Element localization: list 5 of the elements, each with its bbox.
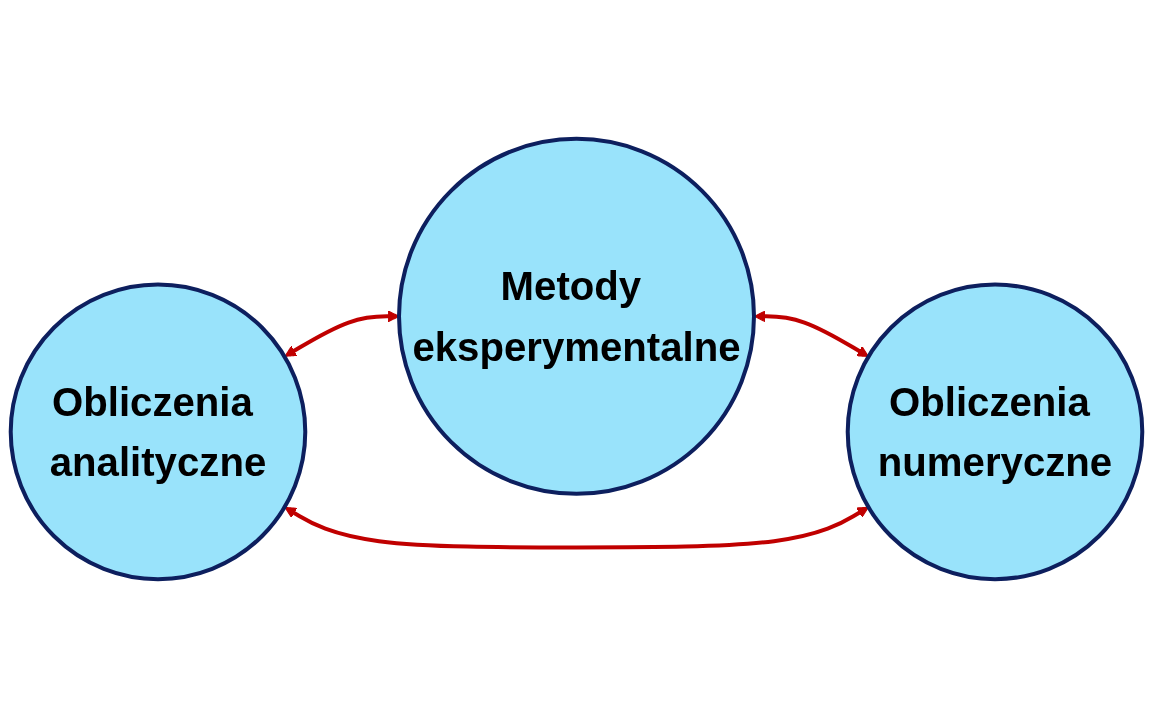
node-circle: Obliczenia numeryczne (845, 282, 1145, 582)
node-circle: Metody eksperymentalne (397, 136, 756, 496)
arrow (754, 310, 869, 358)
node-circle: Obliczenia analityczne (8, 282, 308, 582)
arrow (284, 506, 869, 550)
